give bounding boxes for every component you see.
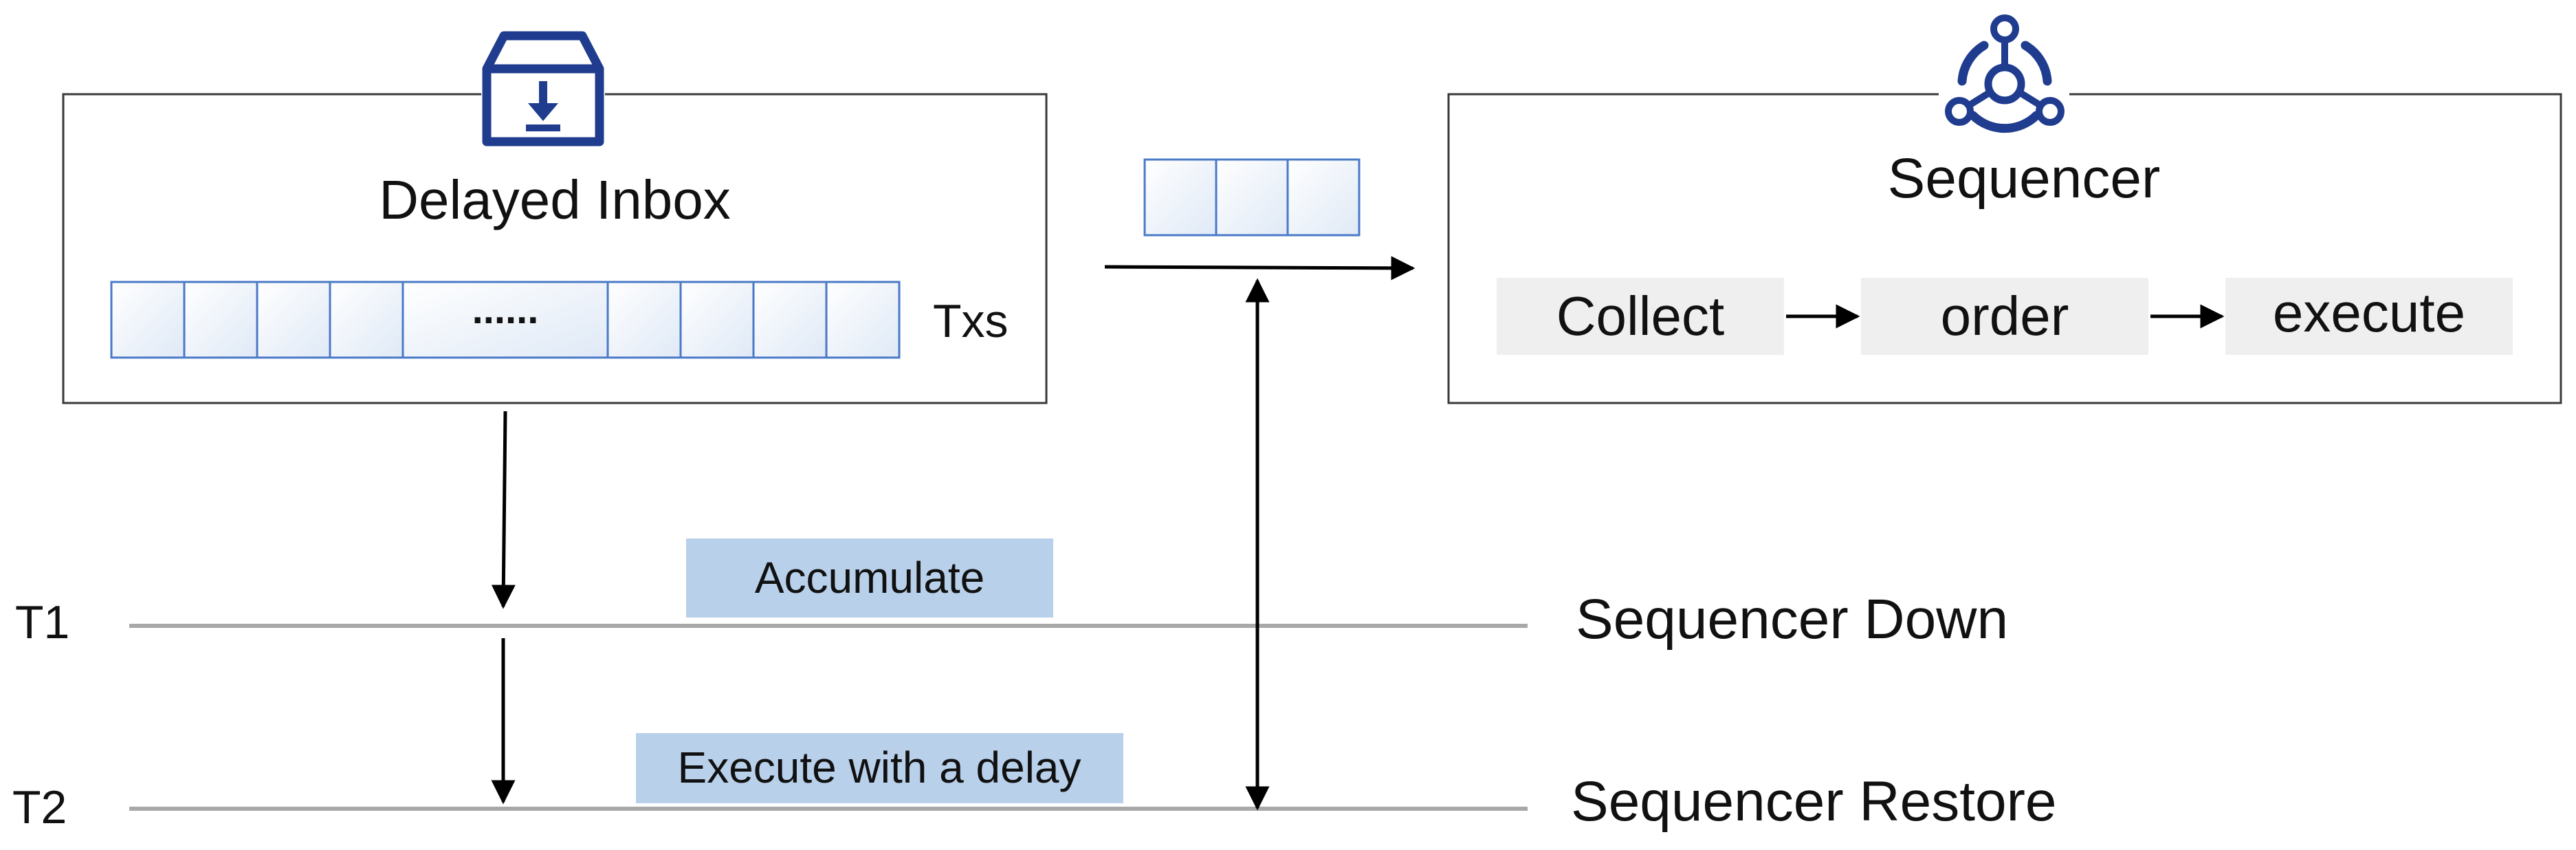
txs-queue: ...... [110, 281, 901, 359]
queue-cell [110, 281, 186, 359]
delayed-inbox-panel: Delayed Inbox ...... Txs [62, 22, 1048, 404]
sequencer-down-label: Sequencer Down [1576, 588, 2008, 651]
execute-delay-phase-label: Execute with a delay [678, 743, 1081, 792]
hub-network-icon [1939, 8, 2069, 139]
queue-cell [679, 281, 755, 359]
delayed-inbox-title: Delayed Inbox [379, 169, 730, 230]
tx-batch [1143, 158, 1361, 237]
queue-cell [825, 281, 901, 359]
batch-cell [1286, 158, 1361, 237]
sequencer-title: Sequencer [1888, 147, 2161, 210]
accumulate-phase-label: Accumulate [755, 553, 984, 602]
sequencer-frame [1447, 93, 2562, 404]
queue-cell [183, 281, 258, 359]
step-collect-box [1497, 278, 1784, 355]
batch-cell [1143, 158, 1218, 237]
inbox-to-t1-arrow [491, 411, 516, 609]
execute-delay-phase-box [636, 733, 1123, 803]
queue-cell [256, 281, 331, 359]
step-collect-label: Collect [1556, 285, 1725, 347]
queue-cell [752, 281, 828, 359]
step-order-label: order [1941, 285, 2069, 347]
step-execute-box [2225, 278, 2513, 355]
timeline: T1 T2 Sequencer Down Sequencer Restore A… [12, 278, 2057, 833]
step-order-box [1861, 278, 2148, 355]
batch-to-sequencer-arrow [1104, 256, 1416, 281]
queue-ellipsis: ...... [472, 287, 539, 332]
sequencer-restore-label: Sequencer Restore [1571, 770, 2057, 833]
inbox-download-icon [481, 22, 605, 146]
queue-cell [606, 281, 682, 359]
accumulate-phase-box [686, 538, 1053, 618]
queue-cell [329, 281, 404, 359]
batch-cell [1215, 158, 1289, 237]
t2-label: T2 [12, 781, 67, 833]
sequencer-panel: Sequencer Collect order execute [1447, 8, 2562, 404]
t1-label: T1 [15, 596, 69, 649]
step-execute-label: execute [2273, 282, 2465, 343]
txs-label: Txs [933, 295, 1009, 347]
